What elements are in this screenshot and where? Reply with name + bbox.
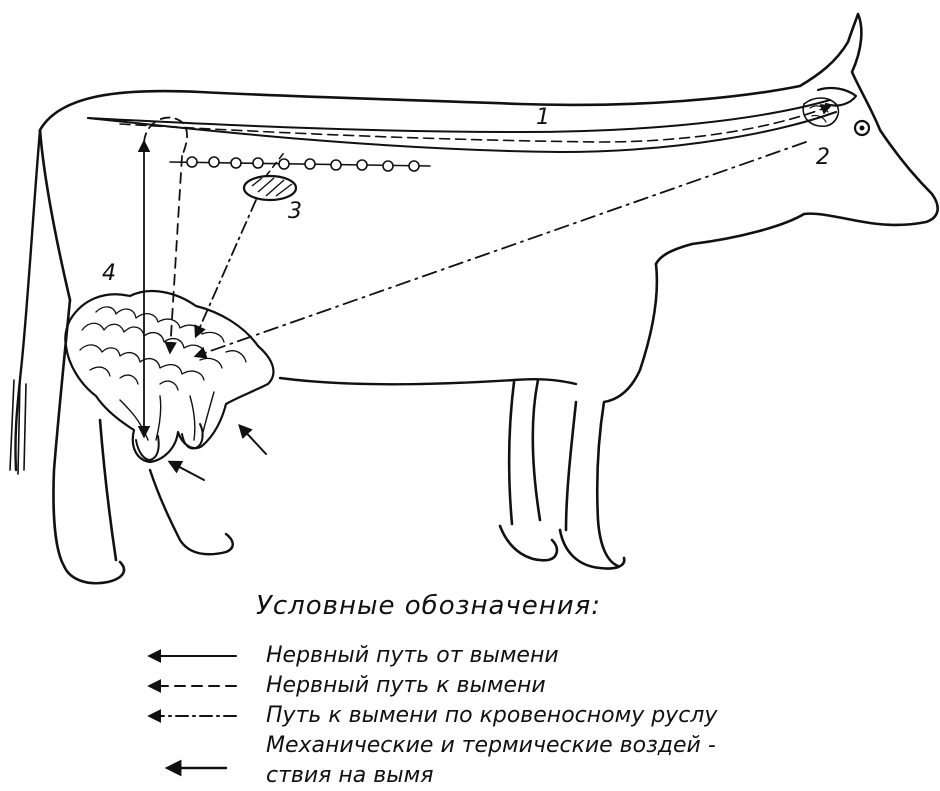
stimulus-arrow bbox=[170, 462, 204, 480]
gland bbox=[244, 176, 296, 200]
stimulus-arrow bbox=[240, 426, 266, 454]
legend-item-label: Механические и термические воздей - bbox=[266, 733, 716, 758]
legend-title: Условные обозначения: bbox=[256, 591, 601, 621]
label-spinal-cord: 1 bbox=[536, 105, 550, 130]
legend-item-short-solid: Механические и термические воздей - стви… bbox=[168, 733, 716, 788]
legend-item-label: Нервный путь к вымени bbox=[266, 673, 546, 698]
legend-item-dashed: Нервный путь к вымени bbox=[150, 673, 546, 698]
udder bbox=[65, 291, 273, 462]
nerve-path-to-udder bbox=[170, 156, 182, 352]
legend-item-dash-dot: Путь к вымени по кровеносному руслу bbox=[150, 703, 718, 728]
label-gland: 3 bbox=[288, 199, 302, 224]
spinal-nerve-tract bbox=[88, 100, 836, 152]
blood-path-from-brain bbox=[196, 142, 806, 356]
label-brain: 2 bbox=[816, 145, 830, 170]
cow-outline bbox=[10, 14, 938, 583]
label-udder: 4 bbox=[102, 261, 116, 286]
legend-item-label: Путь к вымени по кровеносному руслу bbox=[266, 703, 718, 728]
legend-item-solid: Нервный путь от вымени bbox=[150, 643, 559, 668]
pathways bbox=[144, 118, 806, 480]
legend-item-label: Нервный путь от вымени bbox=[266, 643, 559, 668]
blood-path-from-gland bbox=[196, 200, 256, 336]
legend-item-label-continuation: ствия на вымя bbox=[266, 763, 433, 788]
ganglion-chain bbox=[170, 157, 430, 171]
legend: Условные обозначения: Нервный путь от вы… bbox=[150, 591, 718, 788]
